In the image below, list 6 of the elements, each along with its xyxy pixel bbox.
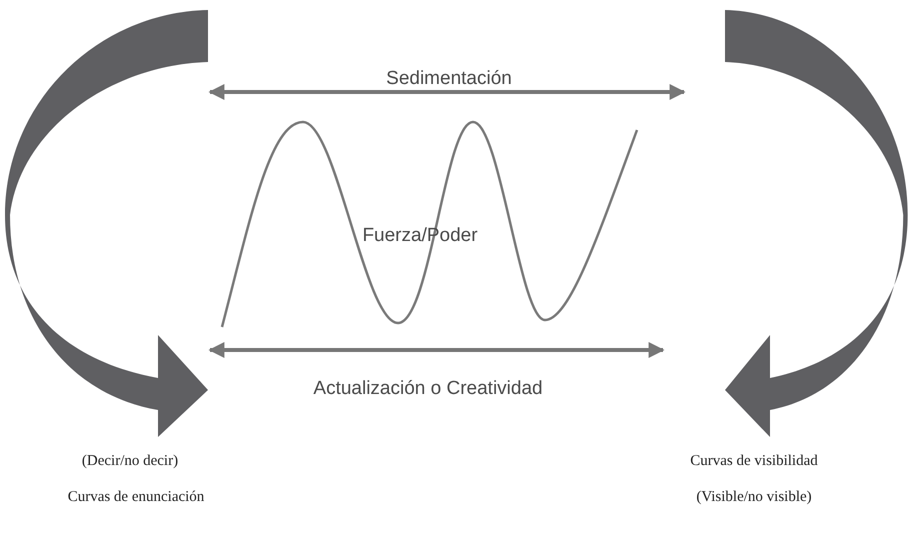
caption-label: Curvas de enunciación	[68, 488, 204, 506]
heading-label: Sedimentación	[386, 68, 512, 91]
caption-label: Curvas de visibilidad	[690, 452, 818, 470]
caption-label: (Decir/no decir)	[82, 452, 178, 470]
caption-label: (Visible/no visible)	[696, 488, 812, 506]
heading-label: Actualización o Creatividad	[313, 378, 543, 401]
